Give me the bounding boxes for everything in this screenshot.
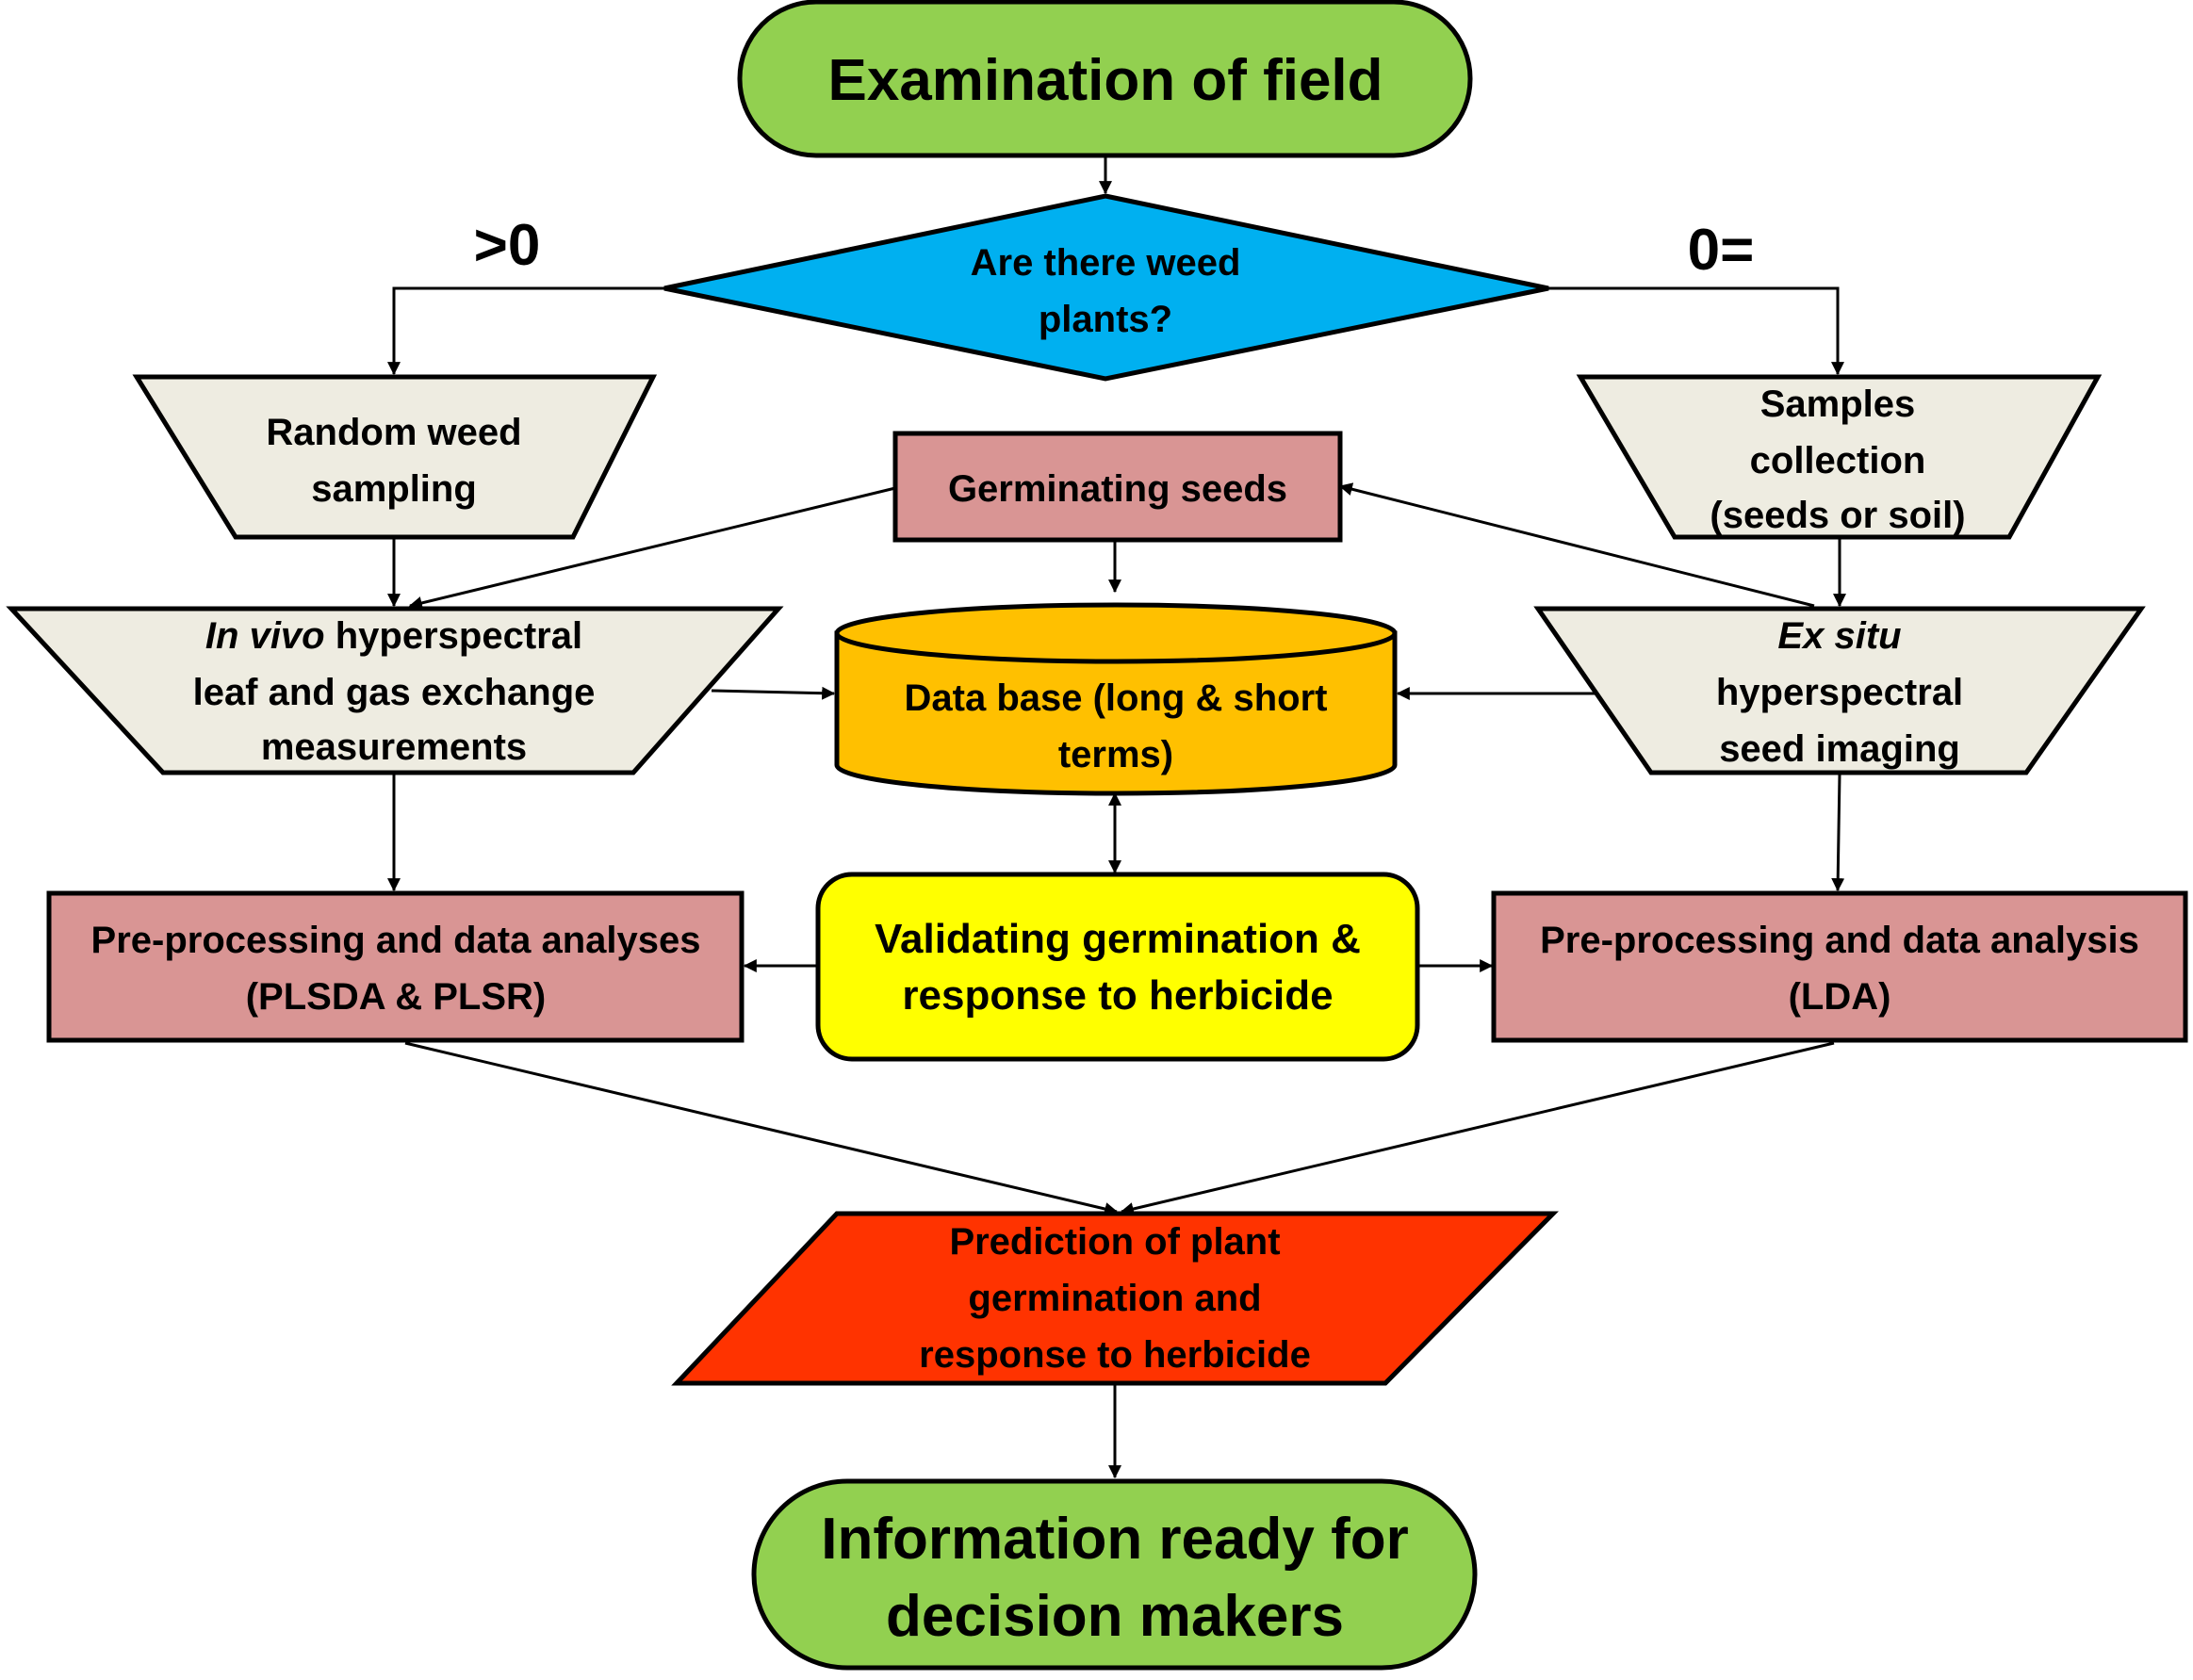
ex-situ-node: Ex situ hyperspectral seed imaging (1533, 606, 2146, 775)
in-vivo-node: In vivo hyperspectral leaf and gas excha… (6, 606, 784, 775)
branch-left-label: >0 (474, 213, 541, 278)
ex-situ-line2: hyperspectral (1716, 672, 1963, 713)
start-terminal: Examination of field (737, 0, 1473, 158)
prediction-node: Prediction of plant germination and resp… (671, 1211, 1559, 1386)
random-sampling-line2: sampling (311, 468, 477, 510)
database-line1: Data base (long & short (905, 677, 1328, 719)
samples-collection-shape (1576, 374, 2103, 540)
database-node: Data base (long & short terms) (834, 602, 1398, 796)
start-terminal-shape (737, 0, 1473, 158)
preproc-left-shape (46, 890, 745, 1043)
in-vivo-line1-italic: In vivo (205, 615, 325, 657)
preproc-left-line2: (PLSDA & PLSR) (246, 976, 547, 1018)
decision-label-line1: Are there weed (971, 242, 1241, 284)
samples-collection-line1: Samples (1760, 383, 1916, 425)
database-line2: terms) (1058, 734, 1173, 775)
prediction-line1: Prediction of plant (949, 1221, 1280, 1263)
decision-diamond (663, 193, 1549, 382)
preproc-right-node: Pre-processing and data analysis (LDA) (1491, 890, 2188, 1043)
in-vivo-shape (6, 606, 784, 775)
end-terminal-line2: decision makers (886, 1584, 1344, 1649)
germinating-label: Germinating seeds (948, 468, 1287, 510)
ex-situ-shape (1533, 606, 2146, 775)
start-terminal-label: Examination of field (827, 48, 1383, 113)
edge-germinating-to-in-vivo (408, 486, 896, 610)
samples-collection-node: Samples collection (seeds or soil) (1576, 374, 2103, 540)
samples-collection-line3: (seeds or soil) (1710, 495, 1965, 536)
in-vivo-line1-rest: hyperspectral (325, 615, 582, 657)
random-sampling-shape (132, 374, 658, 540)
preproc-right-line2: (LDA) (1789, 976, 1891, 1018)
connectors (387, 155, 1846, 1479)
prediction-shape (671, 1211, 1559, 1386)
preproc-left-node: Pre-processing and data analyses (PLSDA … (46, 890, 745, 1043)
database-body (834, 630, 1398, 796)
samples-collection-line2: collection (1750, 440, 1926, 481)
edge-decision-to-random-sampling (387, 286, 664, 376)
edge-decision-to-samples-collection (1548, 286, 1844, 376)
in-vivo-line3: measurements (261, 726, 527, 768)
ex-situ-line3: seed imaging (1719, 728, 1960, 770)
random-sampling-node: Random weed sampling (132, 374, 658, 540)
validating-shape (815, 872, 1420, 1062)
decision-label-line2: plants? (1039, 299, 1172, 340)
random-sampling-line1: Random weed (266, 412, 521, 453)
database-top (834, 602, 1398, 664)
end-terminal: Information ready for decision makers (751, 1478, 1478, 1671)
validating-node: Validating germination & response to her… (815, 872, 1420, 1062)
end-terminal-shape (751, 1478, 1478, 1671)
edge-preproc-left-to-prediction (404, 1041, 1119, 1215)
edge-ex-situ-to-preproc-right (1831, 774, 1845, 892)
in-vivo-line2: leaf and gas exchange (193, 672, 596, 713)
in-vivo-line1: In vivo hyperspectral (205, 615, 582, 657)
germinating-shape (892, 431, 1343, 543)
germinating-node: Germinating seeds (892, 431, 1343, 543)
ex-situ-line1: Ex situ (1777, 615, 1901, 657)
prediction-line2: germination and (968, 1278, 1261, 1319)
validating-line1: Validating germination & (875, 916, 1361, 962)
preproc-right-line1: Pre-processing and data analysis (1540, 920, 2139, 961)
branch-right-label: 0= (1688, 218, 1755, 283)
preproc-left-line1: Pre-processing and data analyses (91, 920, 701, 961)
edge-in-vivo-to-database (711, 686, 836, 700)
preproc-right-shape (1491, 890, 2188, 1043)
validating-line2: response to herbicide (902, 972, 1333, 1019)
end-terminal-line1: Information ready for (821, 1507, 1409, 1572)
edge-ex-situ-to-germinating (1338, 482, 1815, 608)
edge-preproc-right-to-prediction (1120, 1041, 1835, 1215)
decision-node: Are there weed plants? (663, 193, 1549, 382)
prediction-line3: response to herbicide (919, 1334, 1311, 1376)
